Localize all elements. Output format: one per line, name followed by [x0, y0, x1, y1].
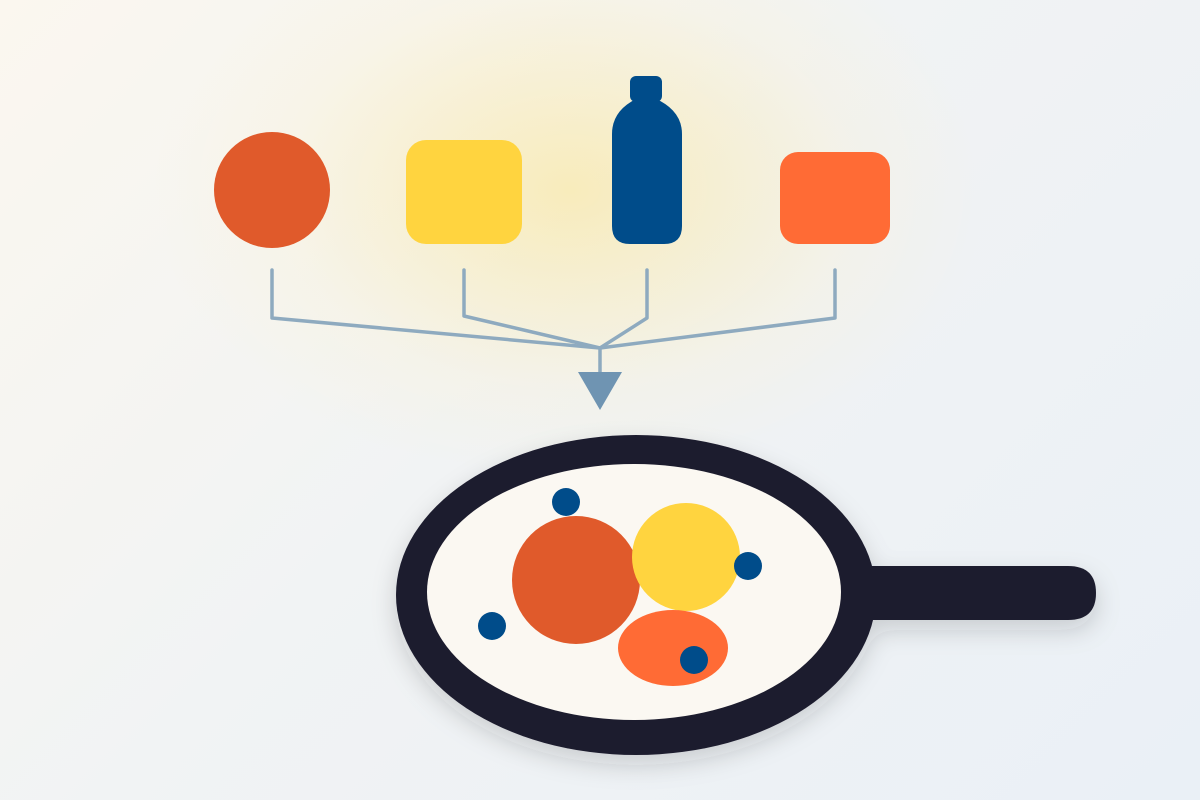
- blue-dot-icon: [552, 488, 580, 516]
- pan-handle: [850, 566, 1096, 620]
- orange-blob-icon: [618, 610, 728, 686]
- connector-line-1: [270, 268, 602, 350]
- red-blob-icon: [512, 516, 640, 644]
- yellow-blob-icon: [632, 503, 740, 611]
- blue-bottle-icon: [612, 76, 682, 244]
- pan-contents: [478, 488, 762, 686]
- connector-line-3: [598, 268, 649, 350]
- connector-line-2: [462, 268, 602, 350]
- blue-dot-icon: [680, 646, 708, 674]
- ingredients-row: [214, 76, 890, 248]
- down-arrow-icon: [578, 372, 622, 410]
- blue-dot-icon: [734, 552, 762, 580]
- blue-dot-icon: [478, 612, 506, 640]
- orange-square-icon: [780, 152, 890, 244]
- yellow-square-icon: [406, 140, 522, 244]
- connector-lines: [270, 268, 837, 380]
- orange-circle-icon: [214, 132, 330, 248]
- connector-line-4: [598, 268, 837, 350]
